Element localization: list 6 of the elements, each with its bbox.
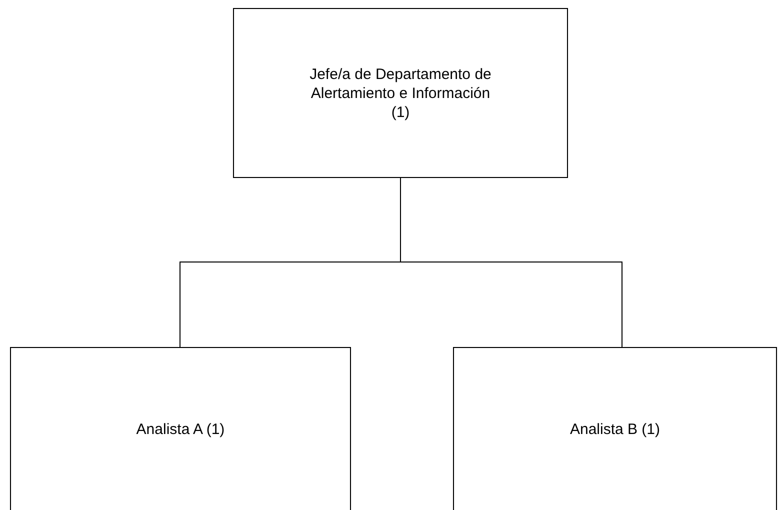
position-title: Analista A (1) [136,420,225,439]
position-box [453,347,777,510]
position-title: Analista B (1) [570,420,660,439]
position-title: Jefe/a de Departamento de Alertamiento e Información (1) [308,64,492,122]
position-box [233,8,568,178]
position-box [10,347,351,510]
